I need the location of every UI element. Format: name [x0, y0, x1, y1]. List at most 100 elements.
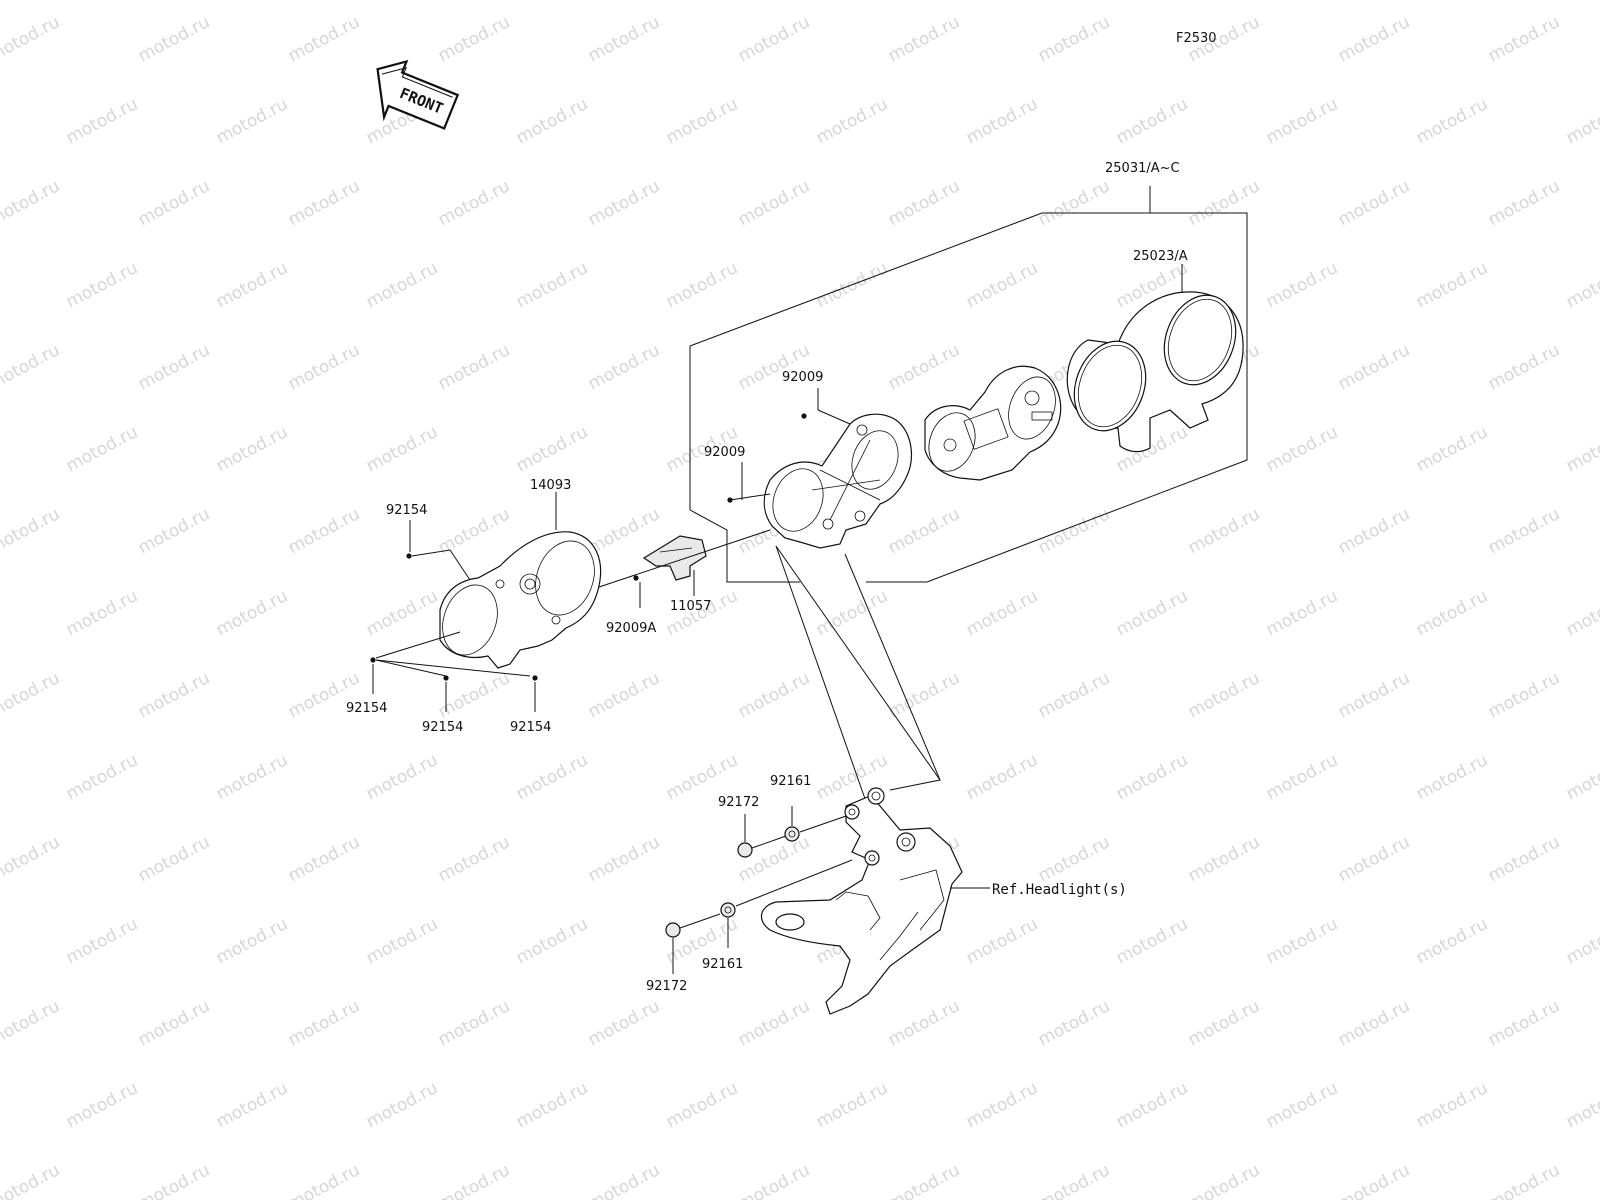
- watermark-text: motod.ru: [885, 176, 963, 230]
- watermark-text: motod.ru: [435, 832, 513, 886]
- watermark-text: motod.ru: [1263, 1078, 1341, 1132]
- watermark-text: motod.ru: [1113, 1078, 1191, 1132]
- front-arrow: FRONT: [376, 59, 460, 130]
- watermark-text: motod.ru: [513, 258, 591, 312]
- watermark-text: motod.ru: [0, 12, 63, 66]
- watermark-text: motod.ru: [1485, 176, 1563, 230]
- watermark-text: motod.ru: [1185, 176, 1263, 230]
- label-screw-cover-left: 92154: [346, 701, 387, 716]
- watermark-text: motod.ru: [213, 1078, 291, 1132]
- watermark-text: motod.ru: [885, 996, 963, 1050]
- label-bracket-small: 11057: [670, 599, 711, 614]
- watermark-text: motod.ru: [1413, 422, 1491, 476]
- watermark-text: motod.ru: [663, 94, 741, 148]
- watermark-text: motod.ru: [285, 504, 363, 558]
- watermark-text: motod.ru: [513, 914, 591, 968]
- watermark-text: motod.ru: [285, 996, 363, 1050]
- watermark-text: motod.ru: [1035, 504, 1113, 558]
- watermark-text: motod.ru: [963, 586, 1041, 640]
- watermark-text: motod.ru: [585, 1160, 663, 1200]
- watermark-text: motod.ru: [135, 176, 213, 230]
- watermark-text: motod.ru: [1263, 914, 1341, 968]
- watermark-text: motod.ru: [63, 422, 141, 476]
- watermark-text: motod.ru: [285, 12, 363, 66]
- watermark-text: motod.ru: [735, 12, 813, 66]
- watermark-text: motod.ru: [363, 914, 441, 968]
- meter-unit-part: [924, 365, 1062, 481]
- screw-upper-part: [801, 413, 807, 419]
- assembly-outline: [866, 212, 1248, 583]
- watermark-text: motod.ru: [0, 504, 63, 558]
- label-screw-cover-top: 92154: [386, 503, 427, 518]
- watermark-text: motod.ru: [663, 258, 741, 312]
- label-collar-upper: 92172: [718, 795, 759, 810]
- watermark-text: motod.ru: [735, 668, 813, 722]
- screw-bracket-part: [633, 575, 639, 581]
- watermark-text: motod.ru: [735, 996, 813, 1050]
- watermark-text: motod.ru: [1563, 422, 1600, 476]
- watermark-text: motod.ru: [213, 422, 291, 476]
- watermark-text: motod.ru: [963, 94, 1041, 148]
- watermark-text: motod.ru: [585, 668, 663, 722]
- watermark-text: motod.ru: [363, 1078, 441, 1132]
- watermark-text: motod.ru: [213, 258, 291, 312]
- watermark-text: motod.ru: [585, 504, 663, 558]
- watermark-text: motod.ru: [1263, 422, 1341, 476]
- watermark-text: motod.ru: [285, 176, 363, 230]
- watermark-text: motod.ru: [1113, 750, 1191, 804]
- watermark-text: motod.ru: [735, 1160, 813, 1200]
- watermark-text: motod.ru: [1035, 176, 1113, 230]
- watermark-text: motod.ru: [585, 340, 663, 394]
- watermark-text: motod.ru: [513, 94, 591, 148]
- meter-case-part: [763, 413, 913, 549]
- watermark-text: motod.ru: [363, 422, 441, 476]
- watermark-text: motod.ru: [1185, 832, 1263, 886]
- watermark-text: motod.ru: [1113, 586, 1191, 640]
- watermark-text: motod.ru: [0, 668, 63, 722]
- watermark-text: motod.ru: [135, 668, 213, 722]
- watermark-text: motod.ru: [1413, 258, 1491, 312]
- watermark-text: motod.ru: [285, 1160, 363, 1200]
- watermark-text: motod.ru: [1035, 1160, 1113, 1200]
- watermark-text: motod.ru: [885, 340, 963, 394]
- watermark-text: motod.ru: [0, 1160, 63, 1200]
- watermark-text: motod.ru: [1113, 94, 1191, 148]
- label-damper-lower: 92161: [702, 957, 743, 972]
- watermark-text: motod.ru: [435, 176, 513, 230]
- damper-lower-part: [720, 902, 736, 918]
- watermark-text: motod.ru: [963, 750, 1041, 804]
- watermark-text: motod.ru: [885, 504, 963, 558]
- watermark-text: motod.ru: [1413, 94, 1491, 148]
- watermark-text: motod.ru: [1563, 94, 1600, 148]
- watermark-text: motod.ru: [1335, 832, 1413, 886]
- label-screw-cover-mid: 92154: [422, 720, 463, 735]
- watermark-text: motod.ru: [63, 750, 141, 804]
- watermark-text: motod.ru: [1263, 258, 1341, 312]
- watermark-text: motod.ru: [585, 176, 663, 230]
- watermark-text: motod.ru: [213, 94, 291, 148]
- stay-guide-line-1: [775, 545, 941, 791]
- watermark-text: motod.ru: [1413, 750, 1491, 804]
- label-cover: 14093: [530, 478, 571, 493]
- watermark-text: motod.ru: [1035, 832, 1113, 886]
- screw-cover-mid-part: [443, 675, 449, 681]
- watermark-text: motod.ru: [363, 258, 441, 312]
- damper-upper-part: [784, 826, 800, 842]
- watermark-text: motod.ru: [63, 1078, 141, 1132]
- watermark-text: motod.ru: [1185, 668, 1263, 722]
- watermark-text: motod.ru: [585, 832, 663, 886]
- watermark-text: motod.ru: [885, 12, 963, 66]
- watermark-text: motod.ru: [213, 586, 291, 640]
- watermark-text: motod.ru: [135, 832, 213, 886]
- watermark-text: motod.ru: [735, 340, 813, 394]
- watermark-text: motod.ru: [135, 996, 213, 1050]
- watermark-text: motod.ru: [1563, 258, 1600, 312]
- bracket-small-part: [642, 535, 707, 581]
- watermark-text: motod.ru: [363, 750, 441, 804]
- watermark-text: motod.ru: [1335, 996, 1413, 1050]
- watermark-text: motod.ru: [135, 340, 213, 394]
- watermark-text: motod.ru: [963, 1078, 1041, 1132]
- screw-cover-left-part: [370, 657, 376, 663]
- screw-cover-left-ray-3: [375, 659, 531, 677]
- watermark-text: motod.ru: [735, 176, 813, 230]
